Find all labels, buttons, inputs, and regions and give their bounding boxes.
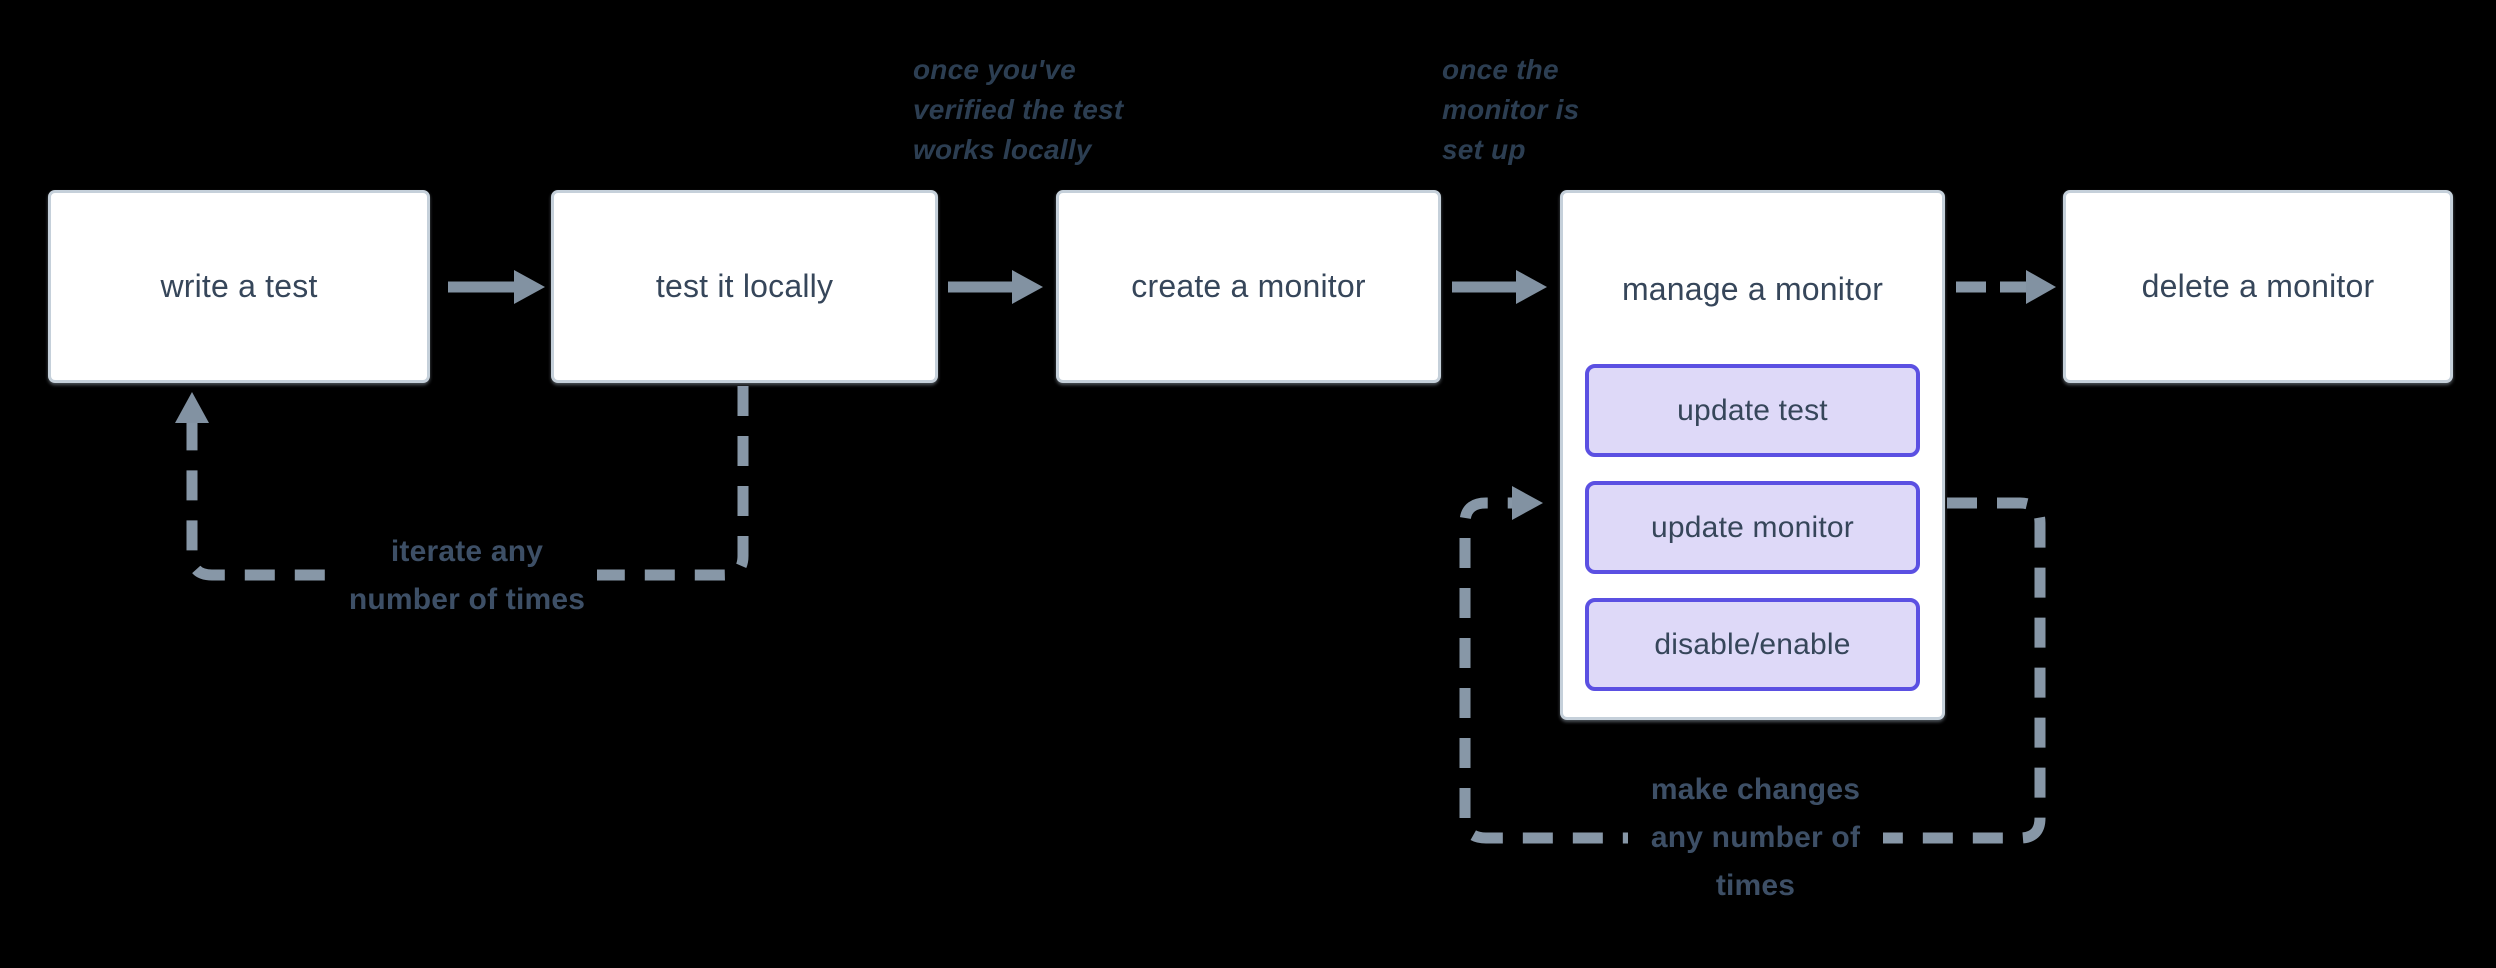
loop-label-make-changes: make changes any number of times — [1628, 766, 1883, 910]
annotation-line: works locally — [913, 134, 1092, 165]
annotation-verified-locally: once you've verified the test works loca… — [913, 50, 1123, 170]
substep-label: update monitor — [1651, 510, 1854, 544]
step-write-a-test: write a test — [48, 190, 430, 383]
substep-label: disable/enable — [1654, 627, 1851, 661]
loop-label-line: any number of — [1650, 821, 1861, 854]
step-label-container: manage a monitor — [1622, 193, 1883, 386]
step-label: write a test — [160, 268, 318, 304]
arrow-manage-to-delete-icon — [1956, 270, 2056, 304]
substep-update-monitor: update monitor — [1585, 481, 1920, 574]
annotation-line: once the — [1442, 54, 1559, 85]
loop-make-changes-arrow-icon — [1459, 486, 2046, 844]
substep-disable-enable: disable/enable — [1585, 598, 1920, 691]
substep-update-test: update test — [1585, 364, 1920, 457]
annotation-line: monitor is — [1442, 94, 1580, 125]
step-create-a-monitor: create a monitor — [1056, 190, 1441, 383]
annotation-line: once you've — [913, 54, 1076, 85]
arrow-test-to-create-icon — [948, 270, 1043, 304]
loop-label-iterate: iterate any number of times — [337, 528, 597, 624]
arrow-create-to-manage-icon — [1452, 270, 1547, 304]
loop-label-line: number of times — [348, 583, 586, 616]
step-label: test it locally — [655, 268, 834, 304]
step-label: delete a monitor — [2141, 268, 2375, 304]
arrow-write-to-test-icon — [448, 270, 545, 304]
step-manage-a-monitor: manage a monitor update test update moni… — [1560, 190, 1945, 720]
substep-label: update test — [1677, 393, 1828, 427]
loop-label-line: make changes — [1650, 773, 1861, 806]
annotation-line: set up — [1442, 134, 1526, 165]
loop-label-line: iterate any — [390, 535, 544, 568]
step-label: manage a monitor — [1621, 271, 1884, 307]
annotation-monitor-set-up: once the monitor is set up — [1442, 50, 1579, 170]
step-label: create a monitor — [1131, 268, 1366, 304]
step-test-it-locally: test it locally — [551, 190, 938, 383]
step-delete-a-monitor: delete a monitor — [2063, 190, 2453, 383]
annotation-line: verified the test — [913, 94, 1124, 125]
loop-label-line: times — [1715, 869, 1796, 902]
